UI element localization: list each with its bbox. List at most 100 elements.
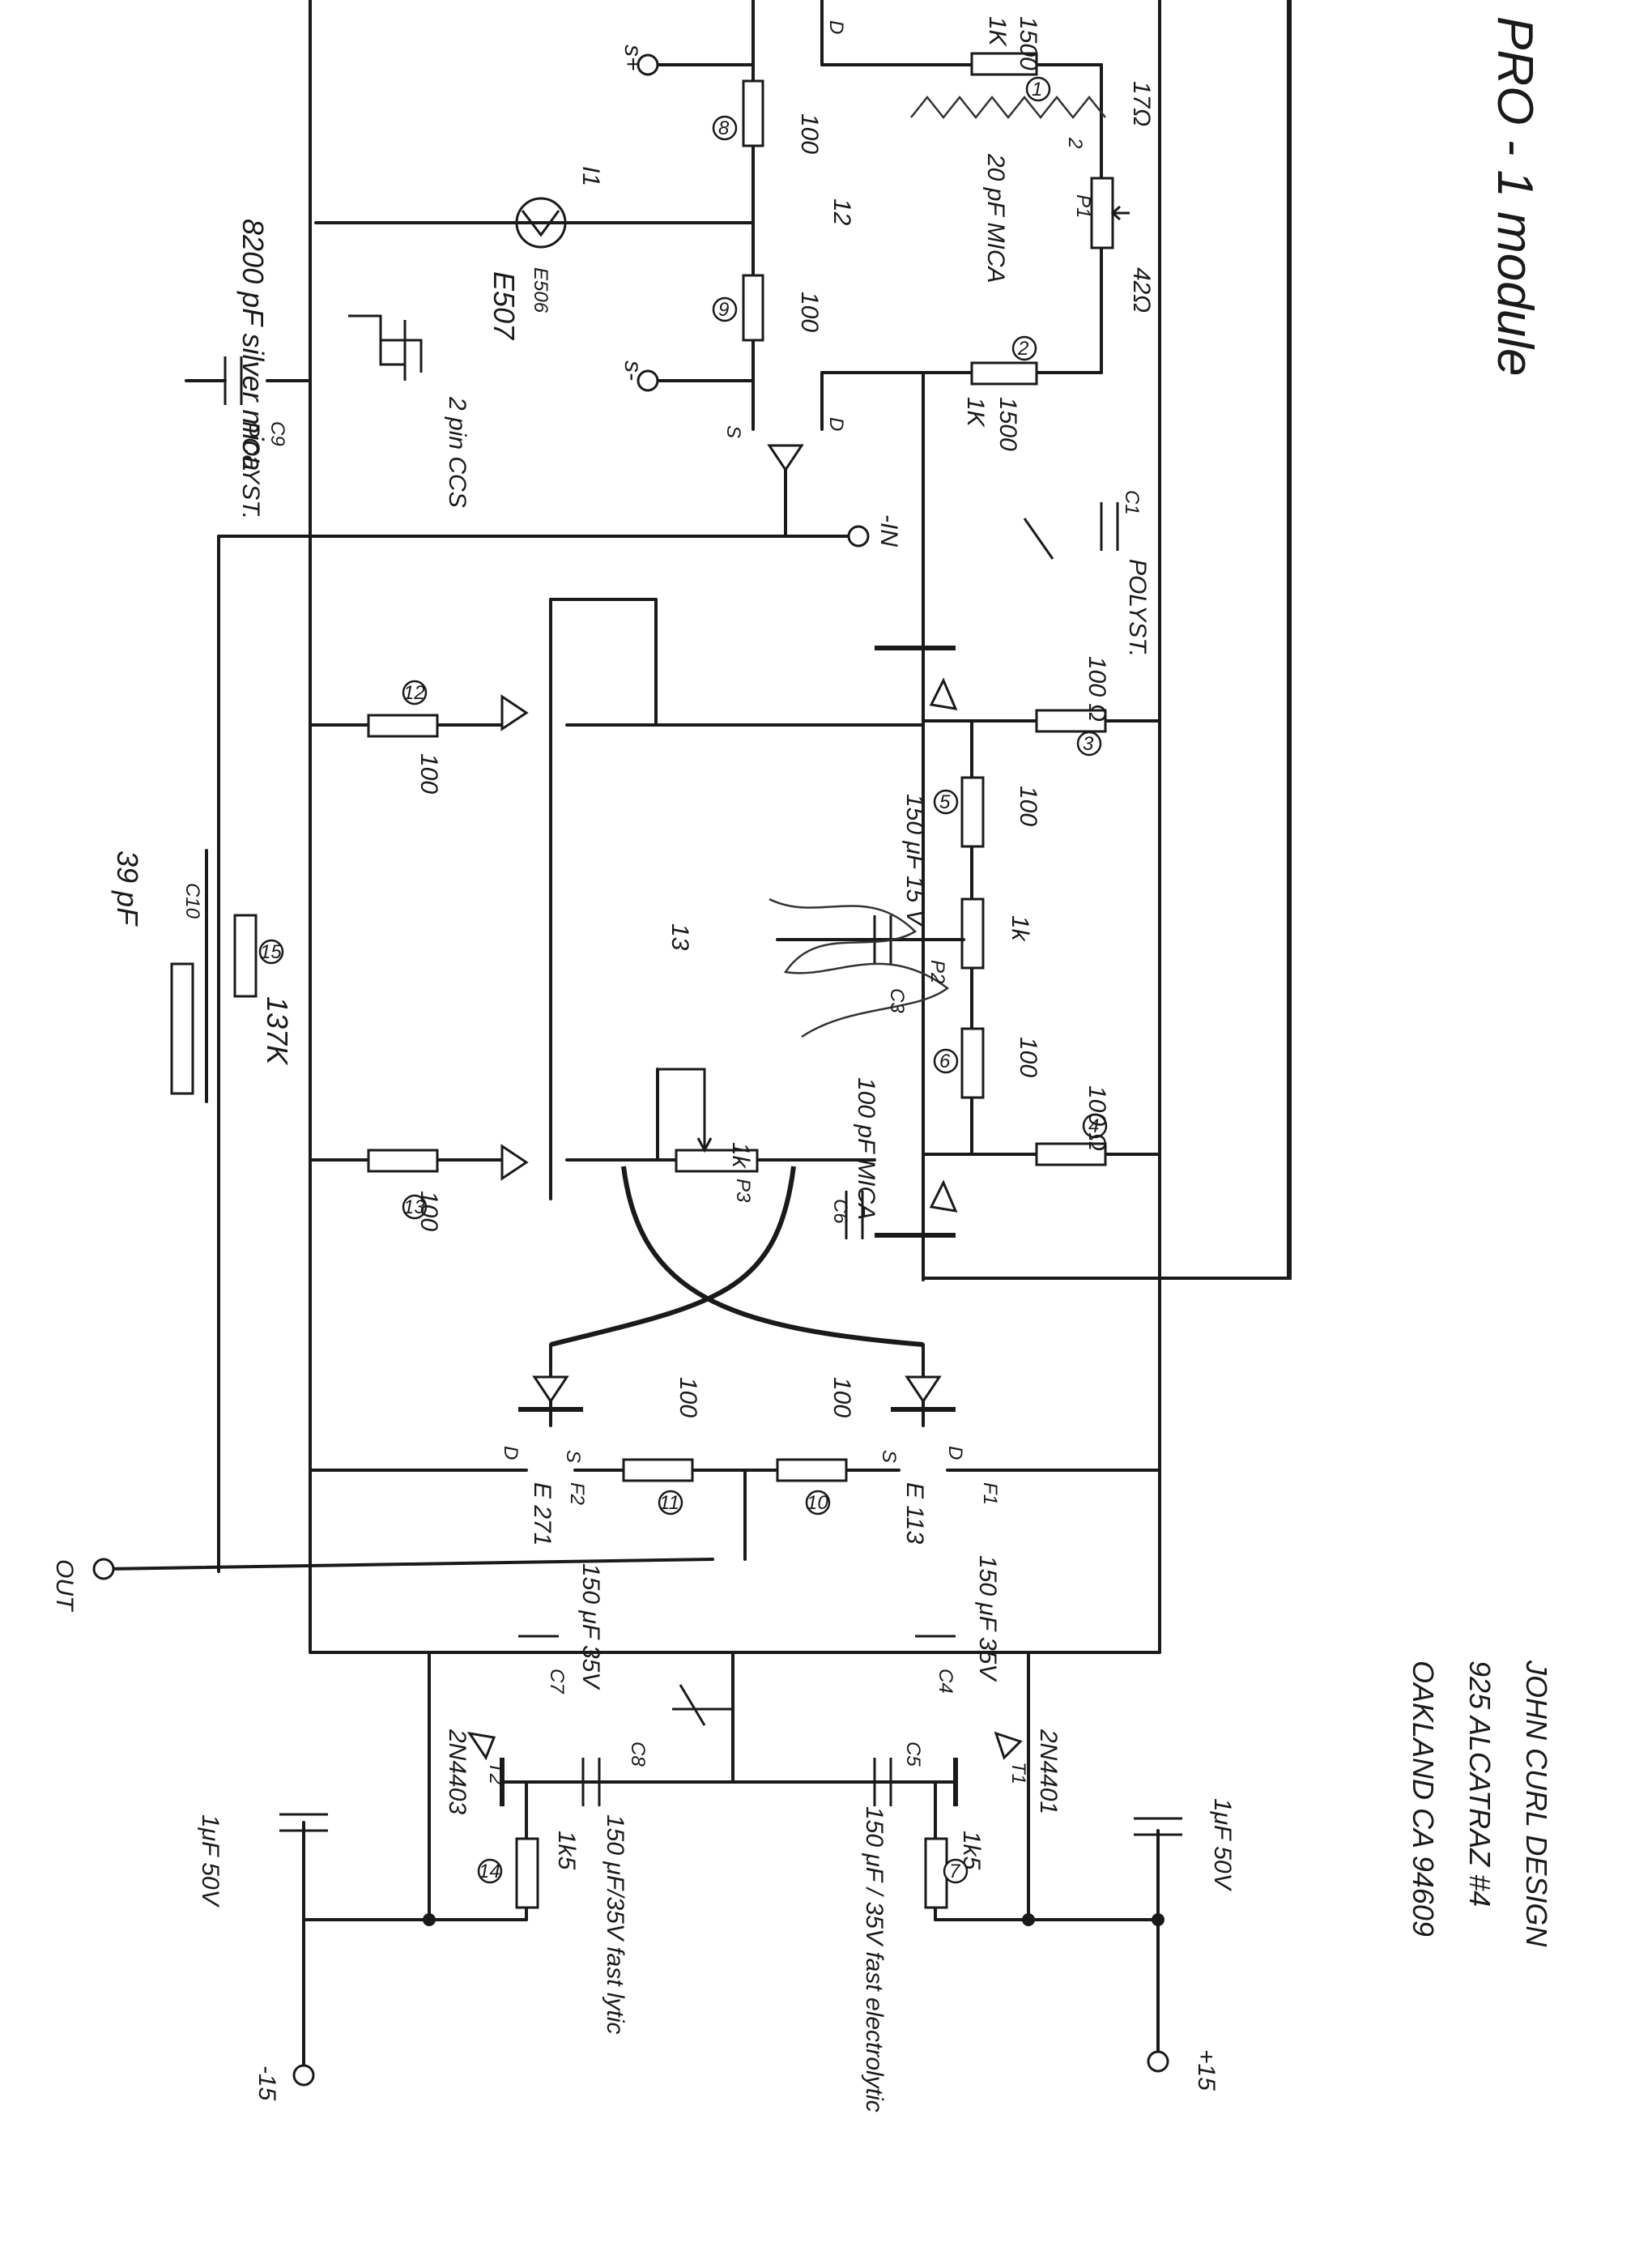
- ccs-i1-symbol: [515, 197, 567, 249]
- r14-ref: 14: [479, 1861, 500, 1882]
- f1-source-pin: S: [878, 1450, 900, 1463]
- bottom-bypass-value: 1μF 50V: [197, 1814, 224, 1908]
- c1-type: POLYST.: [1124, 559, 1151, 657]
- t2-part: 2N4403: [444, 1729, 470, 1814]
- c10-body: [233, 914, 258, 998]
- c3-scribble: [769, 897, 950, 1038]
- minus-in-label: -IN: [875, 514, 902, 547]
- c1-label: C1: [1121, 490, 1143, 515]
- r6-ref: 6: [939, 1051, 951, 1072]
- c9-value: 8200 pF silver mica: [236, 219, 270, 471]
- ccs-note: 2 pin CCS: [444, 396, 470, 508]
- c9-label: C9: [266, 421, 288, 446]
- resistor-r12: [367, 714, 439, 738]
- s-plus-terminal: [637, 53, 659, 76]
- r6-ref-circle: [933, 1048, 959, 1074]
- r14-value: 1k5: [553, 1831, 580, 1870]
- c4-label: C4: [935, 1669, 956, 1694]
- resistor-r10: [776, 1458, 848, 1482]
- r15-value: 137K: [261, 996, 294, 1066]
- c5-value: 150 μF / 35V fast electrolytic: [861, 1806, 888, 2112]
- r4-ref: 4: [1088, 1115, 1099, 1137]
- p1-top-value: 17Ω: [1128, 81, 1155, 126]
- resistor-r1: [970, 52, 1038, 76]
- r3-ref-circle: [1076, 731, 1102, 757]
- top-jfet-arrow: [767, 444, 804, 472]
- r7-ref: 7: [949, 1861, 961, 1882]
- resistor-r4: [1035, 1142, 1107, 1166]
- r8-ref-circle: [712, 115, 738, 141]
- out-label: OUT: [51, 1559, 78, 1613]
- r8-value: 100: [796, 113, 823, 154]
- r15-ref-circle: [258, 939, 284, 965]
- resistor-r14: [515, 1837, 539, 1909]
- r10-ref: 10: [807, 1492, 828, 1514]
- junction-dot: [1022, 1913, 1035, 1926]
- node-13: 13: [666, 923, 693, 951]
- r4-value: 100 Ω: [1084, 1085, 1110, 1151]
- r12-ref-circle: [402, 680, 428, 706]
- r6-value: 100: [1015, 1037, 1041, 1077]
- resistor-r8: [742, 79, 764, 147]
- potentiometer-p3: [675, 1149, 759, 1173]
- s-minus-label: s-: [620, 360, 646, 381]
- junction-dot: [423, 1913, 436, 1926]
- r11-value: 100: [675, 1377, 701, 1418]
- c6-value: 100 pF MICA: [853, 1077, 879, 1220]
- resistor-r13: [367, 1149, 439, 1173]
- r15-ref: 15: [260, 941, 282, 963]
- f2-source-pin: S: [562, 1450, 584, 1463]
- p2-label: P2: [926, 960, 948, 983]
- top-drain-pin: D: [825, 20, 847, 34]
- resistor-r5: [960, 776, 985, 848]
- ccs-2pin-sketch: [348, 314, 423, 381]
- q-lower-left-arrow: [500, 1144, 529, 1181]
- ccs-i1-arrow: [521, 210, 560, 237]
- f1-drain-pin: D: [944, 1446, 966, 1460]
- c1-ground-stroke: [1023, 518, 1054, 560]
- r5-ref-circle: [933, 789, 959, 815]
- r11-ref-circle: [658, 1490, 683, 1516]
- q-lower-right-arrow: [929, 1179, 958, 1213]
- t1-arrow: [994, 1731, 1023, 1760]
- designer-line-2: 925 ALCATRAZ #4: [1463, 1660, 1497, 1907]
- r2-value: 1500: [994, 397, 1021, 451]
- p1-label: P1: [1072, 194, 1094, 218]
- s-plus-label: s+: [620, 45, 646, 71]
- r9-ref-circle: [712, 296, 738, 322]
- r7-ref-circle: [943, 1858, 969, 1884]
- p1-bottom-value: 42Ω: [1128, 267, 1155, 313]
- designer-line-1: JOHN CURL DESIGN: [1520, 1660, 1553, 1947]
- resistor-r7: [924, 1837, 948, 1909]
- r1-ref-circle: [1025, 76, 1051, 102]
- p3-value: 1k: [727, 1142, 754, 1170]
- f1-label: F1: [979, 1482, 1001, 1505]
- r2-ref: 2: [1017, 338, 1028, 360]
- r9-ref: 9: [718, 299, 729, 321]
- t1-label: T1: [1007, 1762, 1029, 1784]
- c6-label: C6: [829, 1199, 851, 1224]
- out-terminal: [92, 1558, 115, 1580]
- c10-label: C10: [181, 883, 203, 919]
- r10-value: 100: [828, 1377, 855, 1418]
- bottom-drain-pin: D: [825, 417, 847, 431]
- c3-value: 150 μF 15 V: [901, 794, 928, 928]
- minus-in-terminal: [847, 525, 870, 548]
- r1-value: 1500: [1015, 16, 1041, 70]
- r2-alt: 1K: [962, 397, 989, 428]
- r12-ref: 12: [403, 682, 425, 704]
- s-minus-terminal: [637, 369, 659, 392]
- resistor-r6: [960, 1027, 985, 1099]
- t2-arrow: [466, 1731, 496, 1761]
- out-wire: [104, 1558, 714, 1571]
- plus-15-terminal: [1147, 2050, 1169, 2073]
- r4-ref-circle: [1082, 1113, 1108, 1139]
- r11-ref: 11: [659, 1492, 679, 1514]
- f2-drain-pin: D: [500, 1446, 522, 1460]
- bottom-source-pin: S: [722, 425, 744, 438]
- r1-ref: 1: [1032, 79, 1042, 100]
- p3-label: P3: [732, 1179, 754, 1203]
- r13-ref-circle: [402, 1194, 428, 1220]
- ccs-i1-label: I1: [577, 166, 604, 186]
